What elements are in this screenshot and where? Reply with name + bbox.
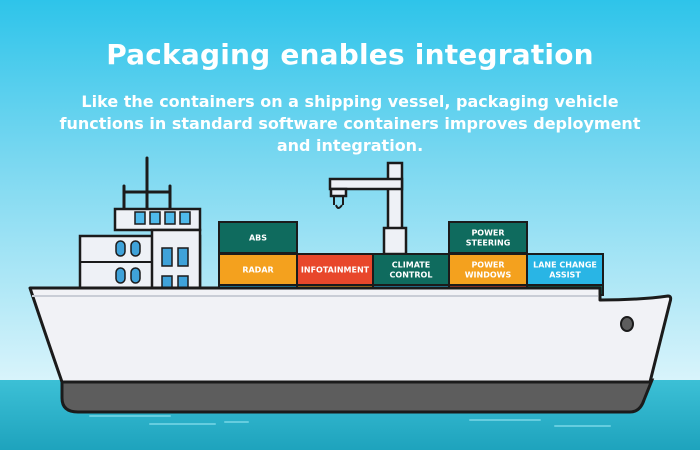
container-box — [448, 221, 528, 254]
container-label: POWER — [471, 229, 504, 238]
bridge-windows — [134, 211, 191, 225]
container-label: CONTROL — [390, 271, 433, 280]
porthole-windows — [115, 240, 141, 284]
sea-ripples — [89, 415, 611, 427]
container-label: WINDOWS — [465, 271, 512, 280]
container-box — [218, 221, 298, 254]
crane — [328, 161, 408, 256]
ship-mast — [122, 156, 172, 214]
container-label: RADAR — [242, 266, 273, 275]
container-infotainment: INFOTAINMENT — [296, 253, 374, 286]
container-label: CLIMATE — [392, 261, 430, 270]
ship-keel — [60, 376, 655, 414]
container-label: ABS — [249, 234, 267, 243]
container-radar: RADAR — [218, 253, 298, 286]
container-label: STEERING — [466, 239, 511, 248]
container-label: INFOTAINMENT — [301, 266, 370, 275]
container-label: POWER — [471, 261, 504, 270]
container-label: LANE CHANGE — [533, 261, 597, 270]
page-title: Packaging enables integration — [106, 38, 594, 71]
container-box — [526, 253, 604, 286]
ship-hull — [28, 286, 673, 384]
container-label: ASSIST — [549, 271, 581, 280]
page-subtitle: Like the containers on a shipping vessel… — [59, 92, 641, 155]
container-box — [218, 253, 298, 286]
container-box — [448, 253, 528, 286]
tower-windows — [161, 247, 189, 295]
container-box — [372, 253, 450, 286]
container-abs: ABS — [218, 221, 298, 254]
anchor-hole — [620, 316, 634, 332]
